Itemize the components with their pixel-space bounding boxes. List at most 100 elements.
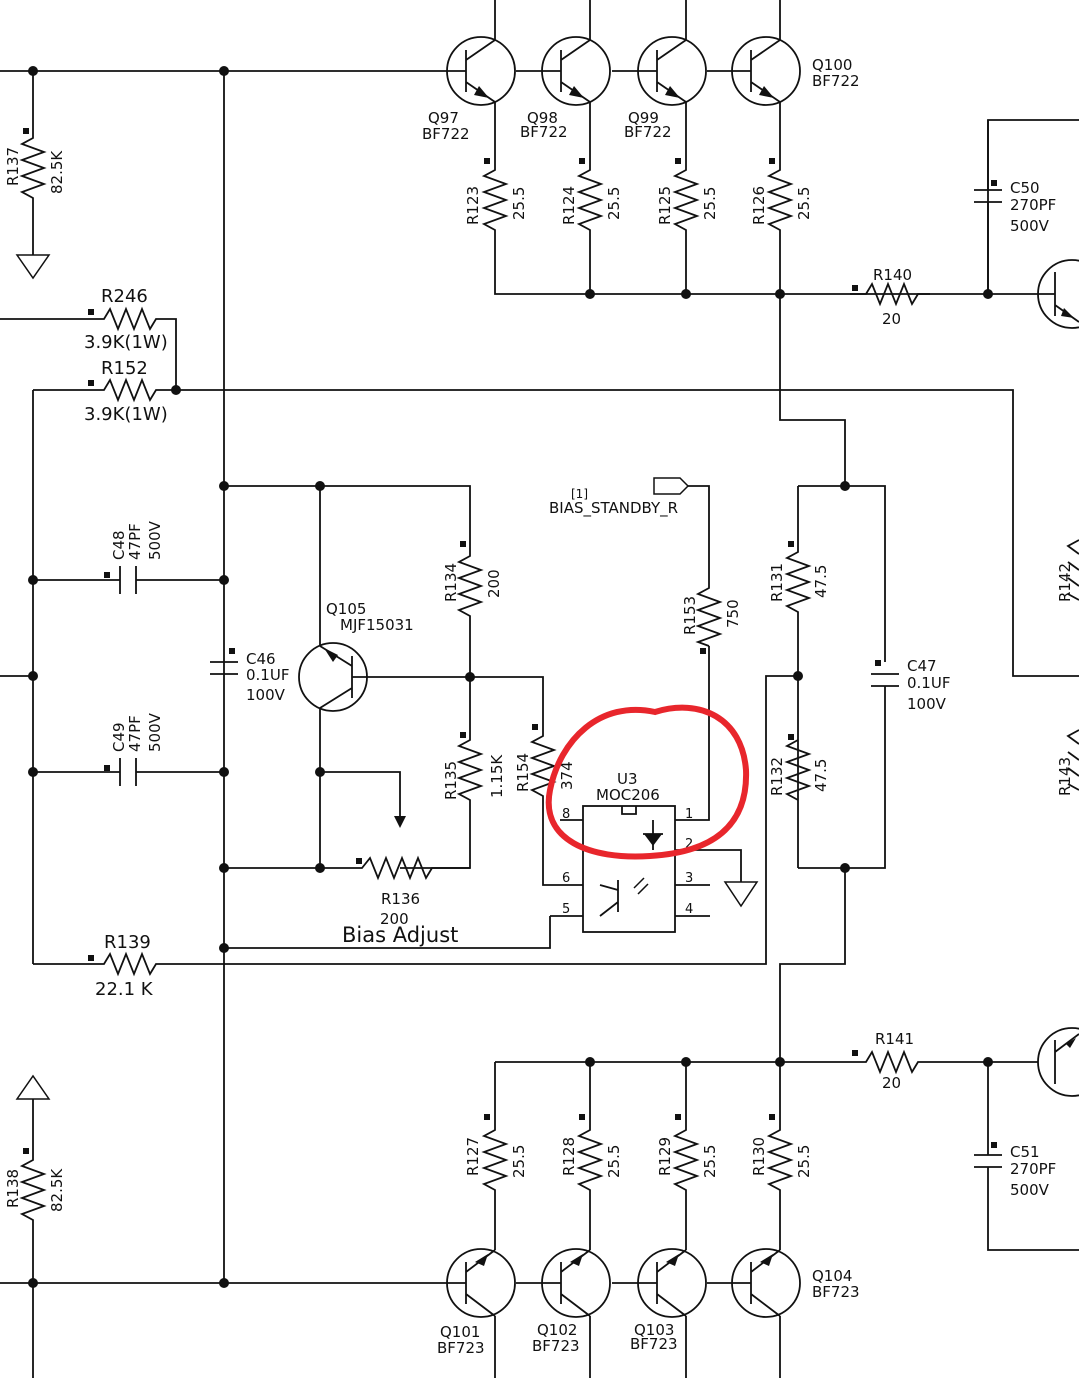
transistor-q98 bbox=[541, 36, 611, 106]
u3-pin-6: 6 bbox=[562, 871, 570, 886]
r132-value: 47.5 bbox=[812, 759, 830, 792]
r126-value: 25.5 bbox=[795, 187, 813, 220]
r131-value: 47.5 bbox=[812, 565, 830, 598]
supply-symbol-bottom-left bbox=[15, 1074, 51, 1100]
resistor-r136 bbox=[224, 855, 470, 881]
bias-standby-net: R153 750 bbox=[653, 477, 742, 654]
q100-ref: Q100 bbox=[812, 56, 852, 74]
q102-part: BF723 bbox=[532, 1337, 580, 1355]
u3-pin-5: 5 bbox=[562, 902, 570, 917]
r246-value: 3.9K(1W) bbox=[84, 332, 168, 353]
r124-value: 25.5 bbox=[605, 187, 623, 220]
r131-ref: R131 bbox=[768, 563, 786, 602]
q99-part: BF722 bbox=[624, 123, 672, 141]
bias-adjust-label: Bias Adjust bbox=[342, 923, 458, 947]
transistor-right-lower-partial bbox=[1037, 1027, 1079, 1097]
highlight-circle bbox=[545, 704, 750, 860]
resistor-r132 bbox=[784, 739, 812, 801]
q98-part: BF722 bbox=[520, 123, 568, 141]
q103-ref: Q103 bbox=[634, 1321, 674, 1339]
r132-ref: R132 bbox=[768, 757, 786, 796]
c49-voltage: 500V bbox=[146, 712, 164, 752]
c47-ref: C47 bbox=[907, 657, 937, 675]
r129-value: 25.5 bbox=[701, 1145, 719, 1178]
c50-value: 270PF bbox=[1010, 196, 1056, 214]
q102-ref: Q102 bbox=[537, 1321, 577, 1339]
resistor-r154 bbox=[529, 726, 583, 886]
r138-value: 82.5K bbox=[48, 1168, 66, 1212]
resistor-r139 bbox=[94, 675, 798, 977]
transistor-q102 bbox=[541, 1248, 611, 1318]
capacitor-c50 bbox=[974, 120, 1002, 294]
capacitor-c48 bbox=[104, 566, 137, 594]
r140-value: 20 bbox=[882, 310, 901, 328]
u3-ref: U3 bbox=[617, 770, 638, 788]
r137-value: 82.5K bbox=[48, 150, 66, 194]
c50-voltage: 500V bbox=[1010, 217, 1050, 235]
r128-ref: R128 bbox=[560, 1137, 578, 1176]
q101-ref: Q101 bbox=[440, 1323, 480, 1341]
q105-ref: Q105 bbox=[326, 600, 366, 618]
capacitor-c49 bbox=[104, 758, 137, 786]
net-port-arrow bbox=[653, 477, 690, 495]
resistor-r135 bbox=[400, 677, 484, 869]
upper-output-bank: Q97 BF722 Q98 BF722 Q99 BF722 Q100 BF722 bbox=[0, 0, 1079, 1283]
r136-ref: R136 bbox=[381, 890, 420, 908]
r135-value: 1.15K bbox=[488, 754, 506, 798]
capacitor-c46 bbox=[210, 648, 238, 675]
bias-standby-index: [1] bbox=[571, 487, 588, 501]
r142-ref: R142 bbox=[1056, 563, 1074, 602]
r134-value: 200 bbox=[485, 569, 503, 598]
transistor-right-upper-partial bbox=[1037, 259, 1079, 329]
r130-ref: R130 bbox=[750, 1137, 768, 1176]
lower-output-bank: R141 20 C51 270PF 500V R127 25.5 R128 25… bbox=[0, 1027, 1079, 1378]
resistor-r127 bbox=[481, 1120, 509, 1196]
r135-ref: R135 bbox=[442, 761, 460, 800]
c49-value: 47PF bbox=[126, 715, 144, 752]
c46-voltage: 100V bbox=[246, 686, 286, 704]
c47-voltage: 100V bbox=[907, 695, 947, 713]
r130-value: 25.5 bbox=[795, 1145, 813, 1178]
transistor-q97 bbox=[446, 36, 516, 106]
right-bias-string: R131 47.5 R132 47.5 C47 0.1UF 100V R142 … bbox=[768, 485, 1079, 1062]
c50-ref: C50 bbox=[1010, 179, 1040, 197]
r134-ref: R134 bbox=[442, 563, 460, 602]
resistor-r126 bbox=[766, 160, 794, 238]
q97-part: BF722 bbox=[422, 125, 470, 143]
resistor-r143-partial bbox=[1066, 729, 1079, 791]
resistor-r140 bbox=[850, 281, 930, 307]
r141-value: 20 bbox=[882, 1074, 901, 1092]
q104-part: BF723 bbox=[812, 1283, 860, 1301]
r123-value: 25.5 bbox=[510, 187, 528, 220]
optocoupler-u3 bbox=[224, 646, 742, 949]
u3-pin-4: 4 bbox=[685, 902, 693, 917]
u3-pin-1: 1 bbox=[685, 807, 693, 822]
bias-stage: Q105 MJF15031 R134 200 R135 1.15K R136 2… bbox=[224, 485, 583, 947]
transistor-q103 bbox=[637, 1248, 707, 1318]
c51-ref: C51 bbox=[1010, 1143, 1040, 1161]
resistor-r152 bbox=[94, 377, 176, 403]
c49-ref: C49 bbox=[110, 722, 128, 752]
q105-part: MJF15031 bbox=[340, 616, 414, 634]
resistor-r137 bbox=[19, 120, 47, 205]
capacitor-c47 bbox=[871, 660, 899, 687]
u3-part: MOC206 bbox=[596, 786, 660, 804]
resistor-r125 bbox=[672, 160, 700, 238]
q99-ref: Q99 bbox=[628, 109, 659, 127]
r140-ref: R140 bbox=[873, 266, 912, 284]
c48-voltage: 500V bbox=[146, 520, 164, 560]
u3-pin-3: 3 bbox=[685, 871, 693, 886]
r143-ref: R143 bbox=[1056, 757, 1074, 796]
r139-value: 22.1 K bbox=[95, 979, 154, 1000]
resistor-r141 bbox=[850, 1049, 930, 1075]
r137-ref: R137 bbox=[4, 147, 22, 186]
r126-ref: R126 bbox=[750, 186, 768, 225]
r136-value: 200 bbox=[380, 910, 409, 928]
q98-ref: Q98 bbox=[527, 109, 558, 127]
resistor-r153 bbox=[695, 580, 723, 647]
ground-symbol-opto bbox=[723, 881, 759, 908]
resistor-r246 bbox=[94, 306, 177, 390]
resistor-r138 bbox=[19, 1150, 47, 1283]
left-network: R137 82.5K R246 3.9K(1W) R152 3.9K(1W) C… bbox=[0, 120, 1079, 1378]
